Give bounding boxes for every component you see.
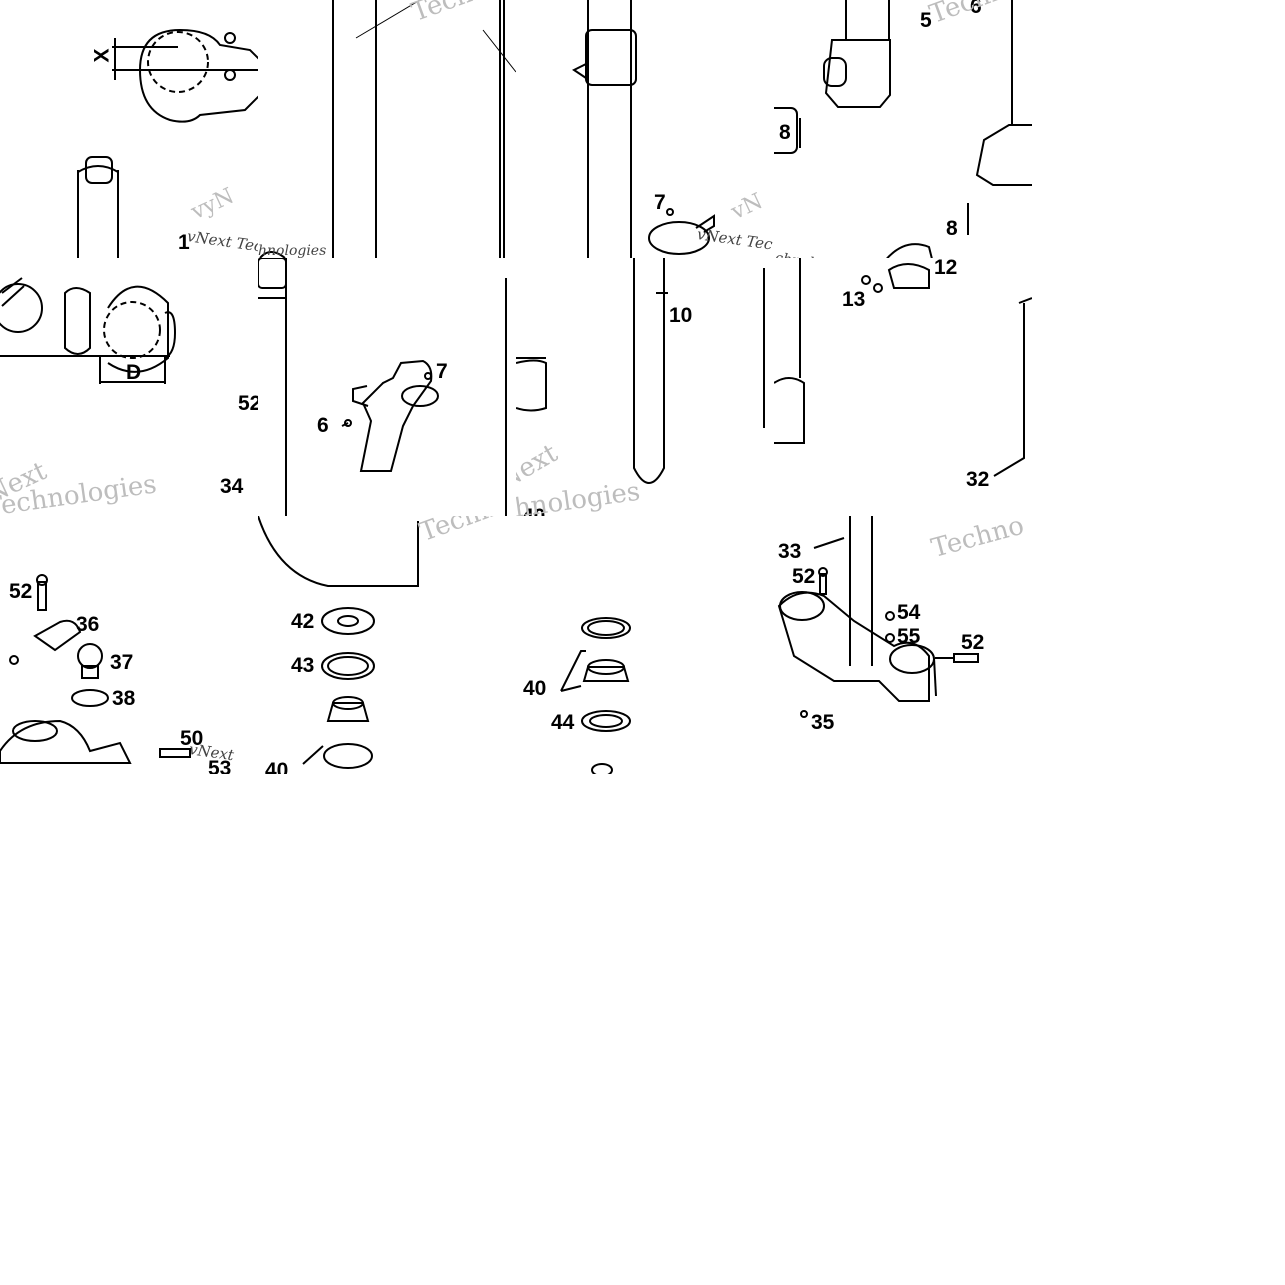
tile-lower-clamp: 33 52 54 55 52 35 Techno vNext <box>774 516 1032 774</box>
fork-legs-drawing <box>259 0 516 258</box>
callout-42: 42 <box>291 610 315 633</box>
callout-10: 10 <box>669 304 693 327</box>
clamp-d-drawing <box>0 277 177 384</box>
callout-35: 35 <box>811 711 835 734</box>
fork-bottom-drawing <box>774 258 1032 477</box>
bolts-a-drawing <box>0 574 191 764</box>
clamp-x-drawing <box>77 28 258 258</box>
tile-bolts-a: 52 36 37 38 50 53 vNext <box>0 516 258 774</box>
lower-clamp-drawing <box>777 516 979 718</box>
callout-8b: 8 <box>946 217 958 240</box>
callout-36: 36 <box>76 613 100 636</box>
callout-8: 8 <box>779 121 791 144</box>
callout-52: 52 <box>9 580 33 603</box>
callout-38: 38 <box>112 687 136 710</box>
callout-d: D <box>126 361 142 384</box>
callout-7: 7 <box>654 191 666 214</box>
washers-a-drawing <box>258 516 419 769</box>
callout-13: 13 <box>842 288 866 311</box>
callout-54: 54 <box>897 601 921 624</box>
tile-upper-clamp: 5 6 8 8 Techn chnologies <box>774 0 1032 258</box>
tile-outer-tube: 10 40 Next chnologies <box>516 258 774 516</box>
callout-1: 1 <box>178 231 190 254</box>
callout-40b: 40 <box>523 677 547 700</box>
callout-12: 12 <box>934 258 958 279</box>
tile-bearing: 40 44 <box>516 516 774 774</box>
callout-40-clipped: 40 <box>522 506 545 516</box>
callout-52-clipped: 52 <box>238 392 258 415</box>
tile-upper-tube: 7 vNext Tec vN <box>516 0 774 258</box>
callout-x: X <box>90 48 114 63</box>
callout-5: 5 <box>920 9 932 32</box>
watermark-hnologies: hnologies <box>258 243 327 258</box>
callout-53: 53 <box>208 757 232 774</box>
outer-tube-drawing <box>516 258 765 484</box>
tile-clamp-d: D 52 34 Next Technologies <box>0 258 258 516</box>
tile-washers-a: 42 43 40 Techn <box>258 516 516 774</box>
callout-52b: 52 <box>792 565 816 588</box>
callout-40: 40 <box>265 759 289 774</box>
callout-43: 43 <box>291 654 315 677</box>
bearing-drawing <box>560 617 631 774</box>
callout-34: 34 <box>220 475 244 498</box>
tile-clamp-x: X 1 vNext Tec vyN <box>0 0 258 258</box>
callout-32: 32 <box>966 468 990 491</box>
callout-7b: 7 <box>436 360 448 383</box>
upper-tube-drawing <box>572 0 715 258</box>
callout-33: 33 <box>778 540 802 563</box>
callout-55: 55 <box>897 625 921 648</box>
callout-6b: 6 <box>317 414 329 437</box>
callout-37: 37 <box>110 651 134 674</box>
tile-fork-bottom: 12 13 32 <box>774 258 1032 516</box>
upper-clamp-drawing <box>774 0 1032 258</box>
callout-50: 50 <box>180 727 204 750</box>
tile-fork-legs: Techn hnologies <box>258 0 516 258</box>
lower-leg-drawing <box>258 258 507 516</box>
callout-52c: 52 <box>961 631 985 654</box>
callout-6: 6 <box>970 0 982 18</box>
tile-lower-leg: 7 6 <box>258 258 516 516</box>
callout-44: 44 <box>551 711 575 734</box>
